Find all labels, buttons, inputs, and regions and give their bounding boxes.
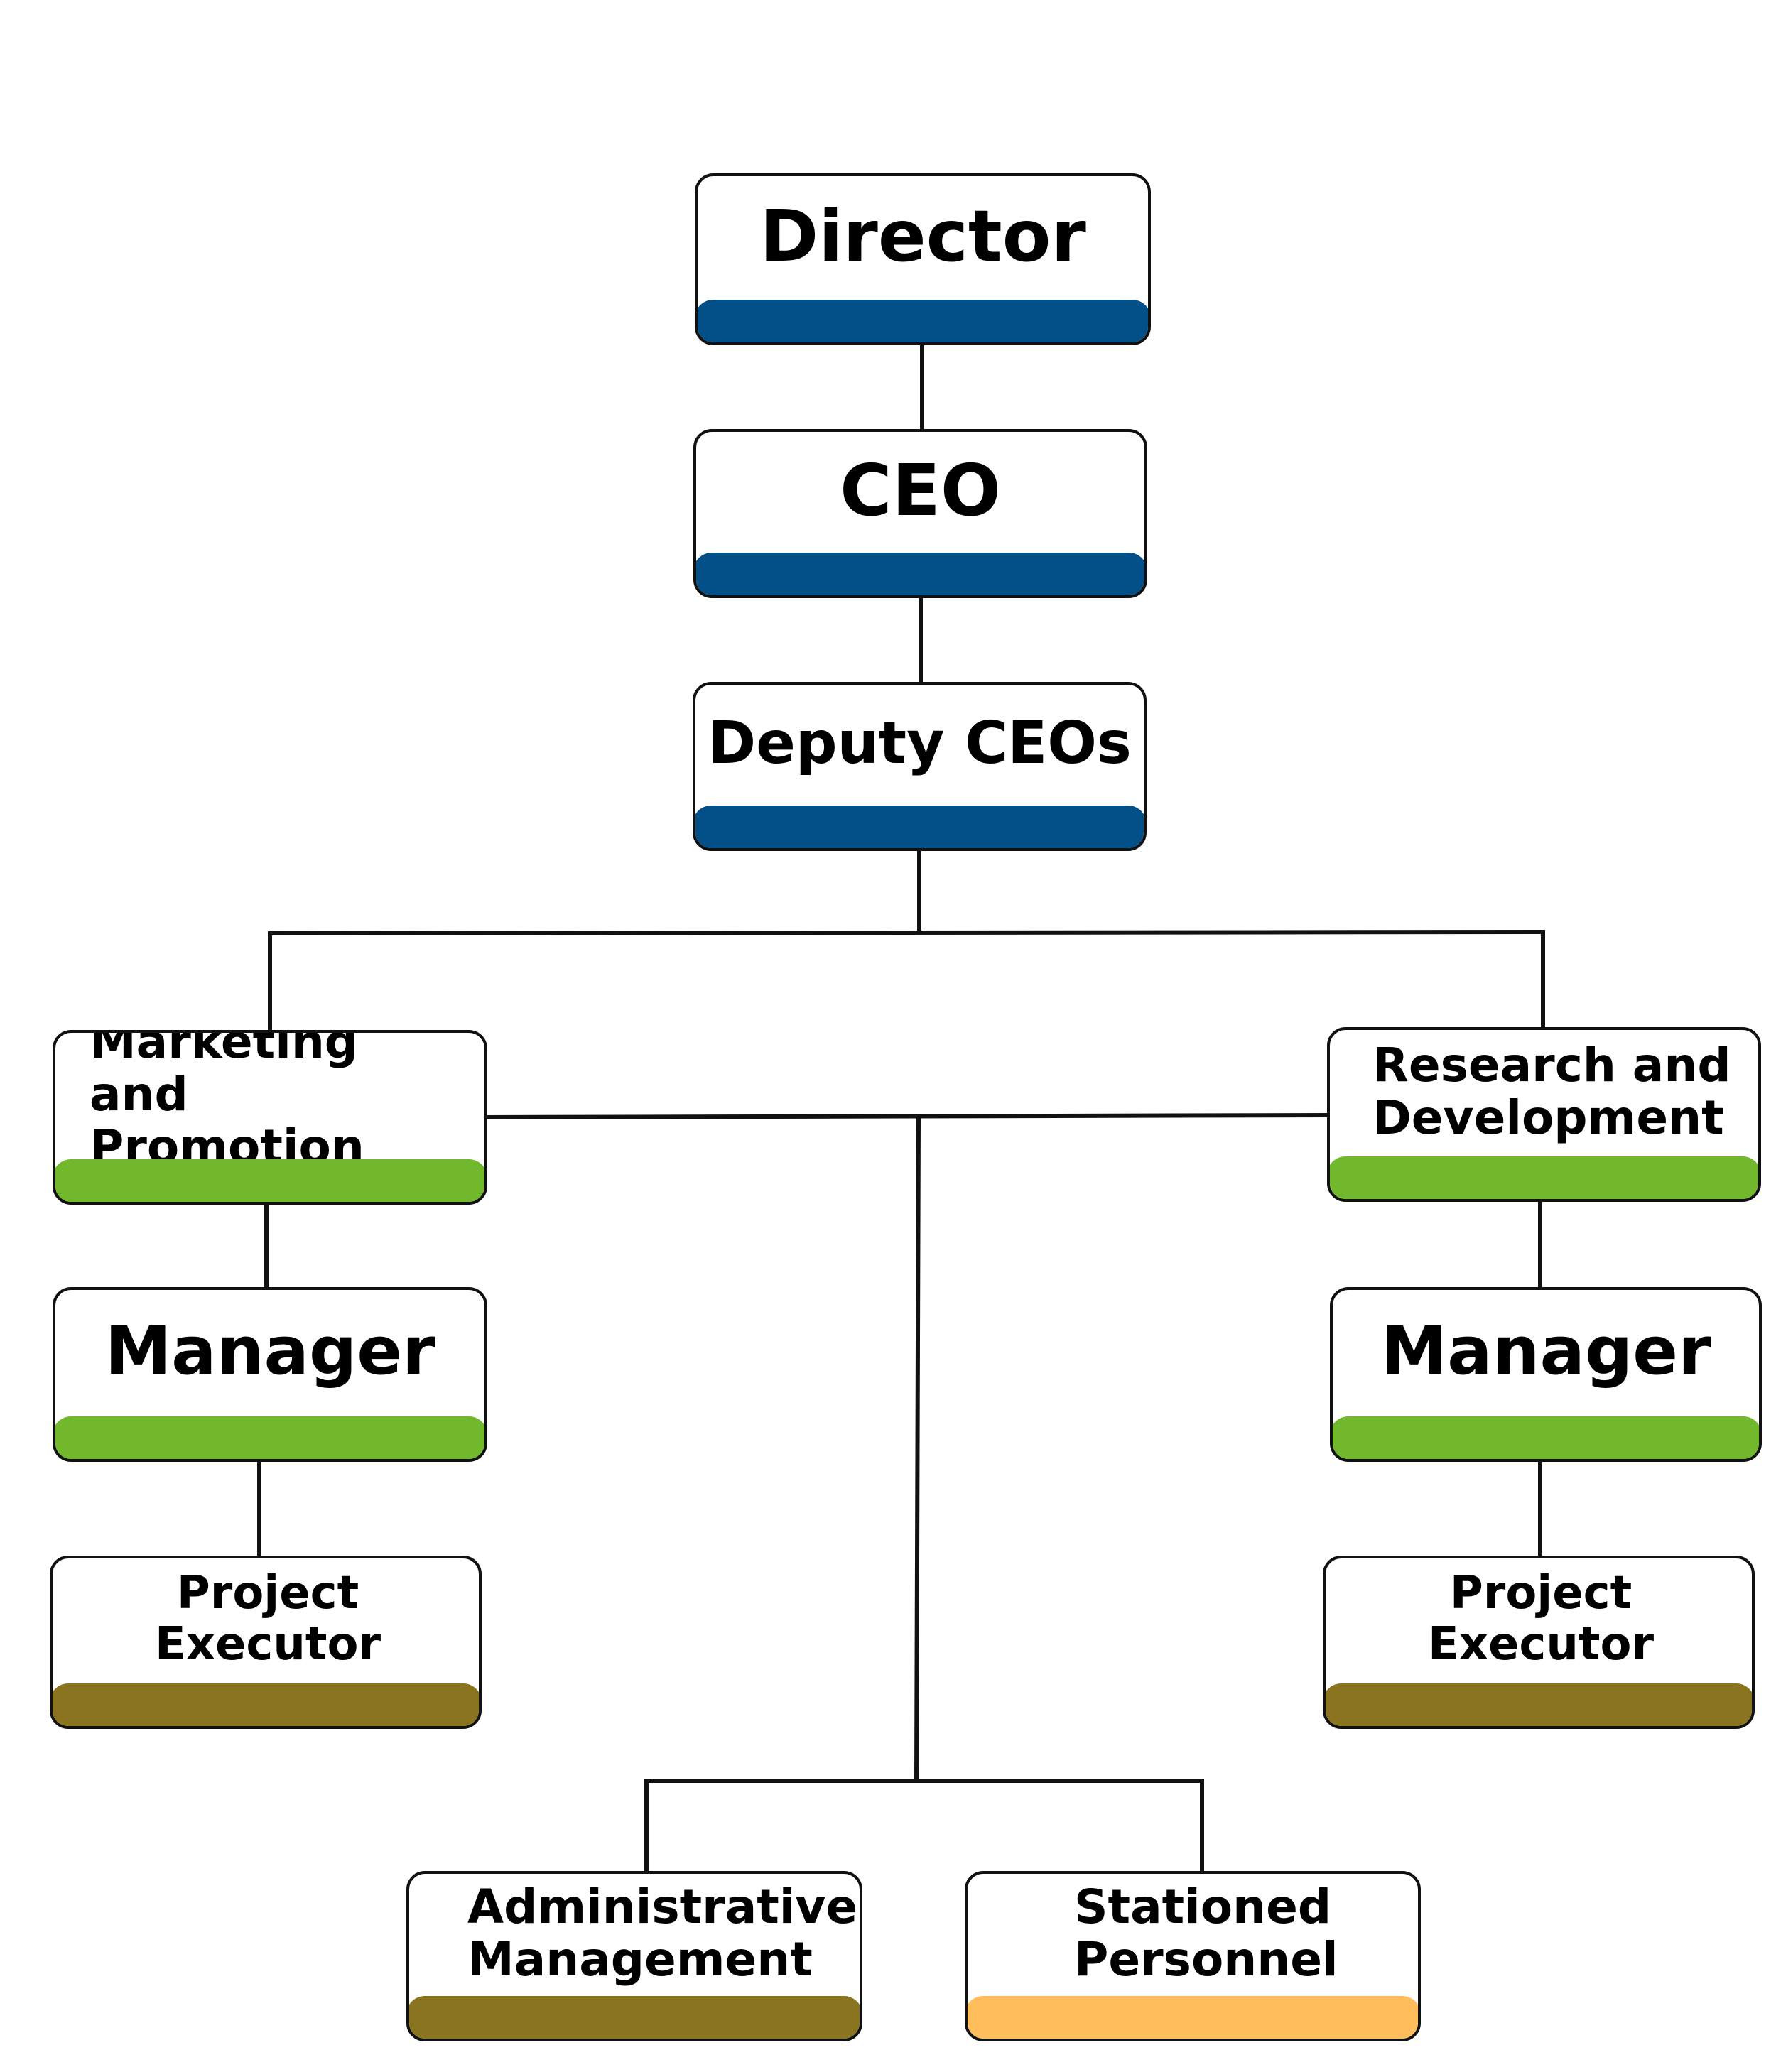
node-project-executor-right-bar: [1326, 1683, 1752, 1726]
node-director-label: Director: [759, 195, 1086, 278]
node-manager-left: Manager: [53, 1287, 487, 1462]
line-marketing-research: [483, 1112, 1333, 1120]
node-research-development-bar: [1330, 1156, 1758, 1199]
line-deputy-branches: [268, 929, 1545, 1032]
node-project-executor-left-bar: [53, 1683, 479, 1726]
node-marketing-promotion-bar: [55, 1159, 484, 1202]
node-research-development: Research and Development: [1327, 1027, 1761, 1202]
node-project-executor-right-label: Project Executor: [1427, 1567, 1655, 1671]
node-deputy-ceos: Deputy CEOs: [693, 682, 1147, 851]
line-main-trunk: [914, 1114, 921, 1782]
node-manager-left-bar: [55, 1416, 484, 1459]
node-ceo-bar: [696, 553, 1144, 595]
node-stationed-personnel-bar: [968, 1996, 1418, 2039]
node-ceo: CEO: [693, 429, 1147, 598]
node-manager-right-label: Manager: [1380, 1313, 1711, 1391]
node-director-bar: [698, 300, 1148, 342]
node-manager-left-label: Manager: [104, 1313, 435, 1391]
node-marketing-promotion: Marketing and Promotion: [53, 1030, 487, 1205]
node-deputy-ceos-label: Deputy CEOs: [708, 710, 1132, 778]
node-stationed-personnel-label: Stationed Personnel: [1074, 1880, 1338, 1987]
node-manager-right-bar: [1333, 1416, 1759, 1459]
node-director: Director: [695, 173, 1151, 345]
node-research-development-label: Research and Development: [1372, 1038, 1731, 1145]
node-manager-right: Manager: [1330, 1287, 1762, 1462]
node-administrative-management-label: Administrative Management: [467, 1880, 858, 1987]
node-ceo-label: CEO: [840, 449, 1001, 532]
node-project-executor-left: Project Executor: [50, 1556, 482, 1729]
node-administrative-management-bar: [409, 1996, 860, 2039]
node-project-executor-left-label: Project Executor: [154, 1567, 381, 1671]
node-stationed-personnel: Stationed Personnel: [965, 1871, 1421, 2041]
node-deputy-ceos-bar: [695, 806, 1144, 848]
node-marketing-promotion-label: Marketing and Promotion: [90, 1030, 364, 1174]
node-project-executor-right: Project Executor: [1323, 1556, 1755, 1729]
line-bottom-branches: [644, 1779, 1204, 1874]
node-administrative-management: Administrative Management: [406, 1871, 862, 2041]
